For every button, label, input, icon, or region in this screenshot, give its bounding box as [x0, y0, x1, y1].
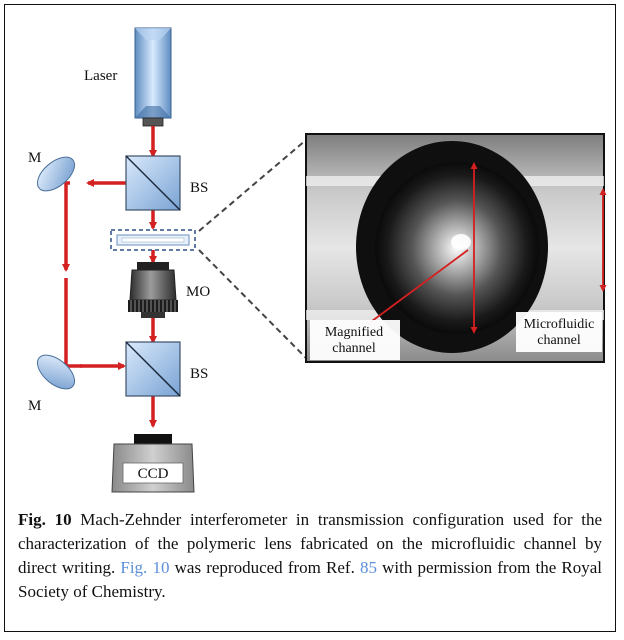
scale-arrows — [367, 162, 607, 334]
caption-fig-label: Fig. 10 — [18, 510, 72, 529]
mirror-top-label: M — [28, 150, 41, 166]
ccd-camera — [111, 434, 195, 493]
laser-source — [134, 27, 172, 127]
microfluidic-label-line2: channel — [537, 333, 581, 348]
microfluidic-label-line1: Microfluidic — [524, 317, 595, 332]
figure-caption: Fig. 10 Mach-Zehnder interferometer in t… — [18, 508, 602, 604]
ccd-label: CCD — [138, 466, 169, 482]
mo-label: MO — [186, 284, 210, 300]
beam-splitter-top — [125, 155, 181, 211]
caption-text-3: with permission from the Royal Society o… — [18, 558, 602, 601]
magnified-label-line2: channel — [332, 341, 376, 356]
bs-bottom-label: BS — [190, 366, 208, 382]
magnified-label-line1: Magnified — [325, 325, 383, 340]
beam-paths — [62, 126, 157, 428]
beam-splitter-bottom — [125, 341, 181, 397]
zoom-connector-lines — [198, 139, 307, 359]
caption-text-1: Mach-Zehnder interferometer in transmiss… — [18, 510, 602, 577]
caption-fig-link[interactable]: Fig. 10 — [120, 558, 170, 577]
mirror-bottom-label: M — [28, 398, 41, 414]
laser-label: Laser — [84, 68, 117, 84]
mirror-top — [36, 156, 76, 192]
caption-text-2: was reproduced from Ref. — [169, 558, 360, 577]
caption-ref-link[interactable]: 85 — [359, 558, 377, 577]
sample-slide — [110, 229, 196, 251]
bs-top-label: BS — [190, 180, 208, 196]
microscope-objective — [128, 262, 178, 318]
micrograph-inset — [305, 133, 607, 363]
interferometer-diagram: Laser BS M MO — [28, 27, 607, 493]
mirror-bottom — [36, 354, 76, 390]
